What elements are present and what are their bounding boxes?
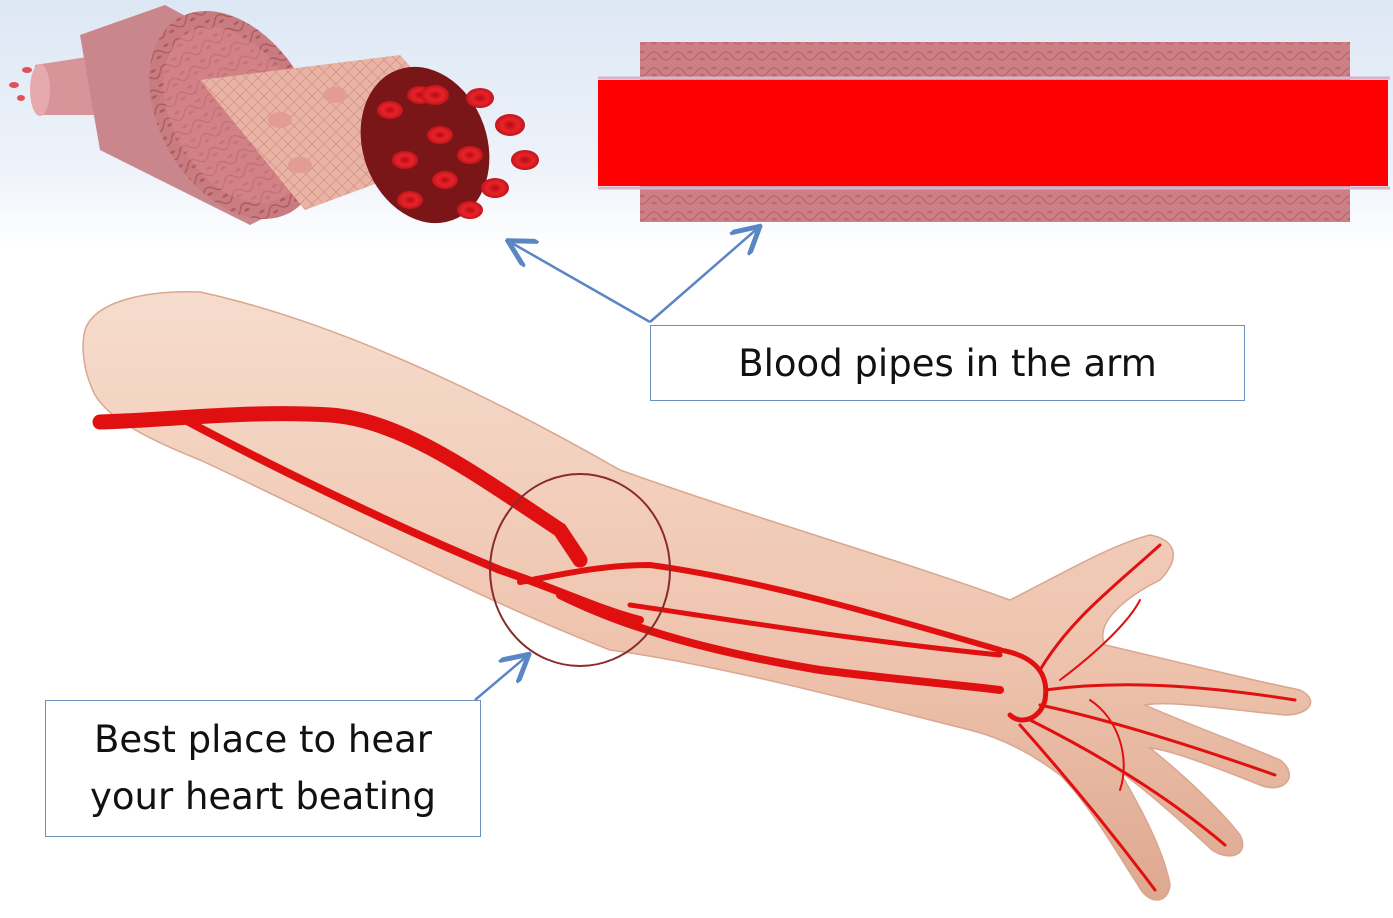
- vessel-cross-section-illustration: [598, 42, 1390, 222]
- arrow-to-cutaway: [510, 242, 650, 322]
- vessels-callout-text: Blood pipes in the arm: [651, 326, 1244, 402]
- arrow-to-pulse-point: [475, 656, 527, 700]
- pulse-callout-line1: Best place to hear: [46, 711, 480, 768]
- blood-channel: [598, 80, 1388, 186]
- vessel-cutaway-illustration: [9, 0, 539, 249]
- arrow-to-cross-section: [650, 228, 758, 322]
- pulse-callout: Best place to hear your heart beating: [45, 700, 481, 837]
- blood-droplets: [9, 67, 32, 101]
- vessels-callout: Blood pipes in the arm: [650, 325, 1245, 401]
- pulse-callout-line2: your heart beating: [46, 768, 480, 825]
